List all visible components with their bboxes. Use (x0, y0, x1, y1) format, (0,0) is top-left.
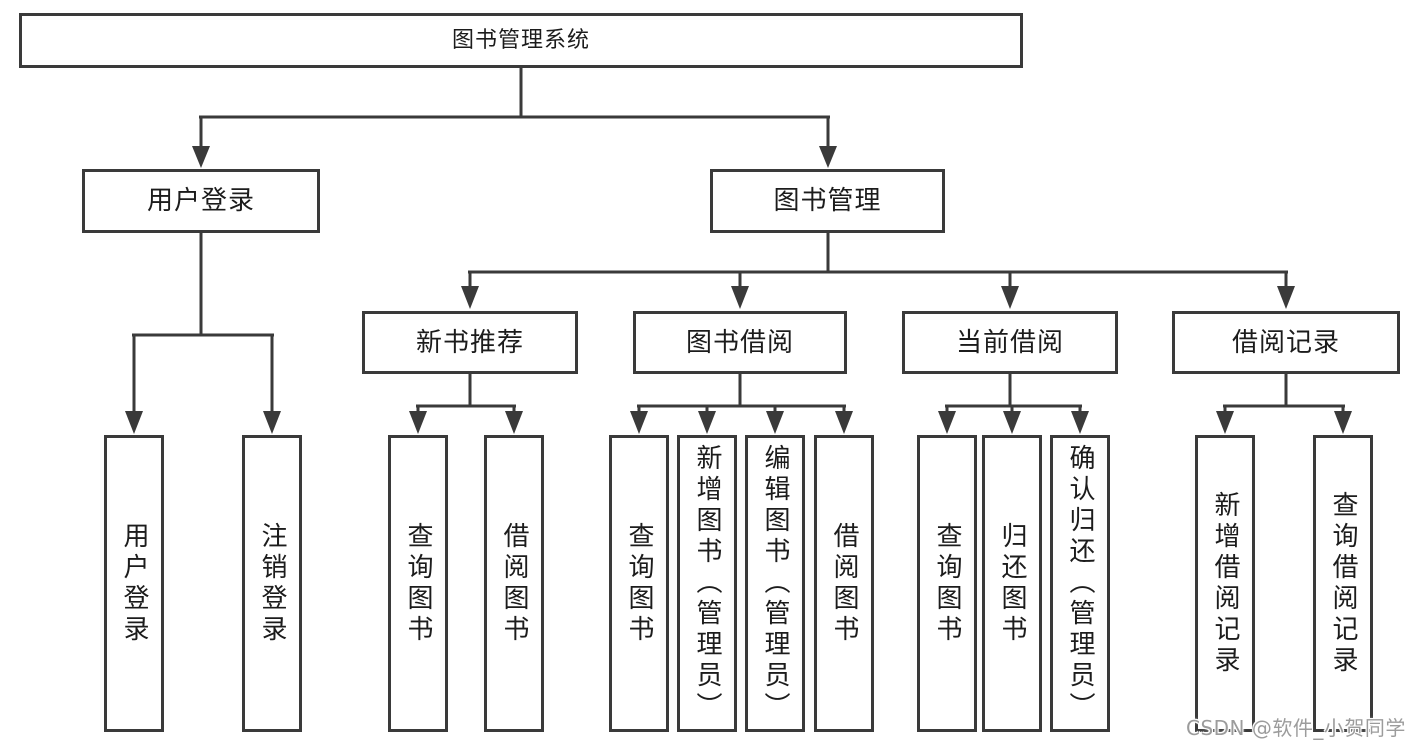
connector-root-to-level2 (192, 68, 837, 168)
connector-book-management-children (461, 233, 1295, 309)
leaf-add-books-admin: 新增图书（管理员） (677, 435, 737, 732)
leaf-borrow-books-recommend: 借阅图书 (484, 435, 544, 732)
csdn-watermark: CSDN @软件_小贺同学 (1186, 716, 1405, 740)
leaf-query-books-recommend: 查询图书 (388, 435, 448, 732)
connector-book-borrowing-children (630, 374, 853, 434)
leaf-query-books-recommend-label: 查询图书 (403, 521, 433, 646)
node-library-management-system-label: 图书管理系统 (451, 27, 590, 53)
leaf-add-books-admin-label: 新增图书（管理员） (692, 444, 722, 723)
leaf-borrow-books: 借阅图书 (814, 435, 874, 732)
node-current-borrowing: 当前借阅 (902, 311, 1118, 374)
node-book-borrowing-label: 图书借阅 (685, 327, 794, 358)
node-book-borrowing: 图书借阅 (633, 311, 847, 374)
leaf-borrow-books-label: 借阅图书 (829, 521, 859, 646)
node-borrowing-records: 借阅记录 (1172, 311, 1400, 374)
leaf-logout: 注销登录 (242, 435, 302, 732)
leaf-query-books-current: 查询图书 (917, 435, 977, 732)
connector-new-book-recommend-children (409, 374, 523, 434)
leaf-return-books: 归还图书 (982, 435, 1042, 732)
leaf-confirm-return-admin-label: 确认归还（管理员） (1065, 444, 1095, 723)
node-library-management-system: 图书管理系统 (19, 13, 1023, 68)
leaf-query-books-borrowing-label: 查询图书 (624, 521, 654, 646)
node-book-management: 图书管理 (710, 169, 945, 233)
leaf-add-borrow-record-label: 新增借阅记录 (1210, 490, 1240, 677)
leaf-user-login: 用户登录 (104, 435, 164, 732)
leaf-edit-books-admin: 编辑图书（管理员） (745, 435, 805, 732)
node-current-borrowing-label: 当前借阅 (955, 327, 1064, 358)
leaf-query-books-borrowing: 查询图书 (609, 435, 669, 732)
connector-user-login-children (125, 233, 281, 434)
node-book-management-label: 图书管理 (773, 186, 882, 216)
leaf-query-borrow-record: 查询借阅记录 (1313, 435, 1373, 732)
leaf-query-books-current-label: 查询图书 (932, 521, 962, 646)
leaf-edit-books-admin-label: 编辑图书（管理员） (760, 444, 790, 723)
leaf-return-books-label: 归还图书 (997, 521, 1027, 646)
leaf-add-borrow-record: 新增借阅记录 (1195, 435, 1255, 732)
leaf-logout-label: 注销登录 (257, 521, 287, 646)
connector-current-borrowing-children (938, 374, 1089, 434)
leaf-confirm-return-admin: 确认归还（管理员） (1050, 435, 1110, 732)
node-user-login-label: 用户登录 (146, 186, 255, 216)
leaf-borrow-books-recommend-label: 借阅图书 (499, 521, 529, 646)
leaf-user-login-label: 用户登录 (119, 521, 149, 646)
node-new-book-recommend-label: 新书推荐 (415, 327, 524, 358)
leaf-query-borrow-record-label: 查询借阅记录 (1328, 490, 1358, 677)
connector-borrowing-records-children (1216, 374, 1352, 434)
node-user-login: 用户登录 (82, 169, 320, 233)
node-borrowing-records-label: 借阅记录 (1231, 327, 1340, 358)
node-new-book-recommend: 新书推荐 (362, 311, 578, 374)
